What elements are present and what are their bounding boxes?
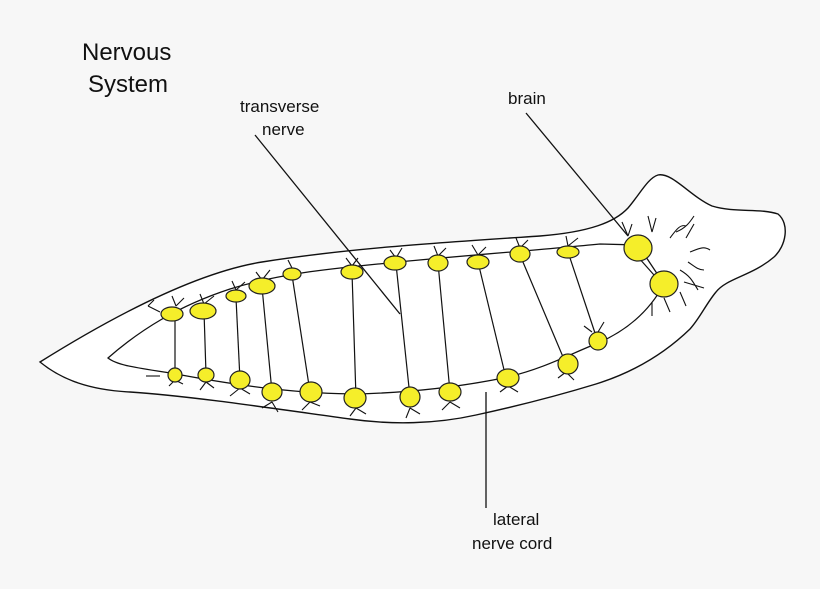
ganglia (160, 234, 679, 409)
ganglion (299, 381, 323, 403)
ganglion (343, 387, 367, 409)
title-line-2: System (88, 71, 168, 98)
transverse-nerve (437, 262, 451, 393)
ganglion (197, 367, 215, 383)
peripheral-nerve (471, 244, 487, 256)
peripheral-nerve (405, 407, 421, 419)
ganglion (229, 370, 251, 390)
ganglion (496, 368, 520, 388)
transverse-nerve (261, 286, 273, 393)
ganglion (588, 331, 608, 351)
ganglion (248, 277, 276, 295)
label-transverse-line-2: nerve (262, 120, 305, 139)
transverse-nerve (291, 274, 311, 393)
peripheral-nerves (146, 215, 711, 419)
peripheral-nerve (687, 247, 711, 271)
transverse-nerve (203, 310, 207, 375)
ganglion (466, 254, 490, 270)
ganglion (340, 264, 364, 280)
label-brain: brain (508, 89, 546, 108)
peripheral-nerve (349, 407, 367, 417)
ganglion (167, 367, 183, 383)
label-transverse-line-1: transverse (240, 97, 319, 116)
transverse-nerve (395, 263, 411, 398)
peripheral-nerve (647, 215, 657, 233)
label-lateral-line-2: nerve cord (472, 534, 552, 553)
peripheral-nerve (651, 297, 671, 316)
transverse-nerve (519, 254, 567, 365)
peripheral-nerve (565, 235, 579, 247)
ganglion (282, 267, 302, 281)
peripheral-nerve (441, 401, 461, 411)
ganglion (225, 289, 247, 303)
ganglion (189, 302, 217, 320)
peripheral-nerve (171, 295, 185, 307)
peripheral-nerve (147, 299, 161, 313)
ganglion (509, 245, 531, 263)
transverse-nerve (477, 261, 507, 379)
peripheral-nerve (199, 381, 215, 391)
peripheral-nerve (287, 259, 293, 269)
peripheral-nerve (621, 221, 633, 237)
brain-leader-line (525, 112, 629, 237)
brain-ganglion (649, 270, 679, 298)
brain-ganglion (623, 234, 653, 262)
peripheral-nerve (301, 401, 321, 411)
transverse-leader-line (254, 134, 401, 315)
ganglion (427, 254, 449, 272)
ganglion (438, 382, 462, 402)
ganglion (557, 353, 579, 375)
ganglion (261, 382, 283, 402)
transverse-nerve (351, 271, 357, 399)
peripheral-nerve (679, 269, 705, 307)
peripheral-nerve (669, 215, 695, 239)
transverse-nerve (567, 251, 599, 343)
peripheral-nerve (261, 401, 279, 413)
ganglion (160, 306, 184, 322)
ganglion (556, 245, 580, 259)
transverse-nerve (235, 297, 241, 381)
title-line-1: Nervous (82, 39, 171, 66)
peripheral-nerve (583, 321, 605, 333)
ganglion (383, 255, 407, 271)
label-lateral-line-1: lateral (493, 510, 539, 529)
ganglion (399, 386, 421, 408)
body-outline (38, 174, 786, 424)
peripheral-nerve (231, 280, 246, 291)
